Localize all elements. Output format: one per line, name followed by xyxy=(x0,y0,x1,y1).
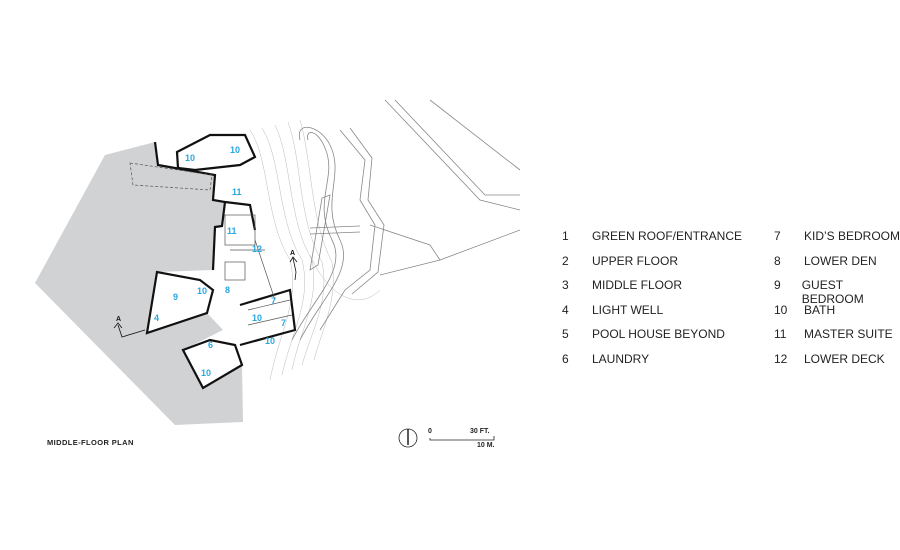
section-marker-label: A xyxy=(290,250,295,257)
scale-meters: 10 M. xyxy=(477,442,495,449)
north-arrow-icon xyxy=(398,428,418,448)
room-number: 10 xyxy=(185,153,195,163)
contour-lines xyxy=(249,119,381,381)
room-number: 8 xyxy=(225,285,230,295)
section-marker-label: A xyxy=(116,316,121,323)
room-number: 10 xyxy=(230,145,240,155)
room-number: 9 xyxy=(173,292,178,302)
room-number: 12 xyxy=(252,244,262,254)
room-number: 10 xyxy=(197,286,207,296)
room-number: 10 xyxy=(201,368,211,378)
room-number: 10 xyxy=(252,313,262,323)
scale-zero: 0 xyxy=(428,428,432,435)
section-markers xyxy=(113,256,298,338)
scale-feet: 30 FT. xyxy=(470,428,490,435)
room-number: 6 xyxy=(208,340,213,350)
room-number: 11 xyxy=(232,187,242,197)
room-number: 10 xyxy=(265,336,275,346)
room-number: 4 xyxy=(154,313,159,323)
scale-bar xyxy=(429,436,495,441)
room-number: 7 xyxy=(271,296,276,306)
room-numbers: 10 10 11 11 12 9 10 8 4 7 10 7 6 10 10 xyxy=(154,145,286,378)
interior-lines xyxy=(129,162,293,326)
site-paths xyxy=(291,99,521,341)
room-number: 7 xyxy=(281,318,286,328)
building-walls xyxy=(145,133,297,390)
plan-title: MIDDLE-FLOOR PLAN xyxy=(47,438,134,447)
room-number: 11 xyxy=(227,226,237,236)
green-roof-area xyxy=(35,142,243,425)
